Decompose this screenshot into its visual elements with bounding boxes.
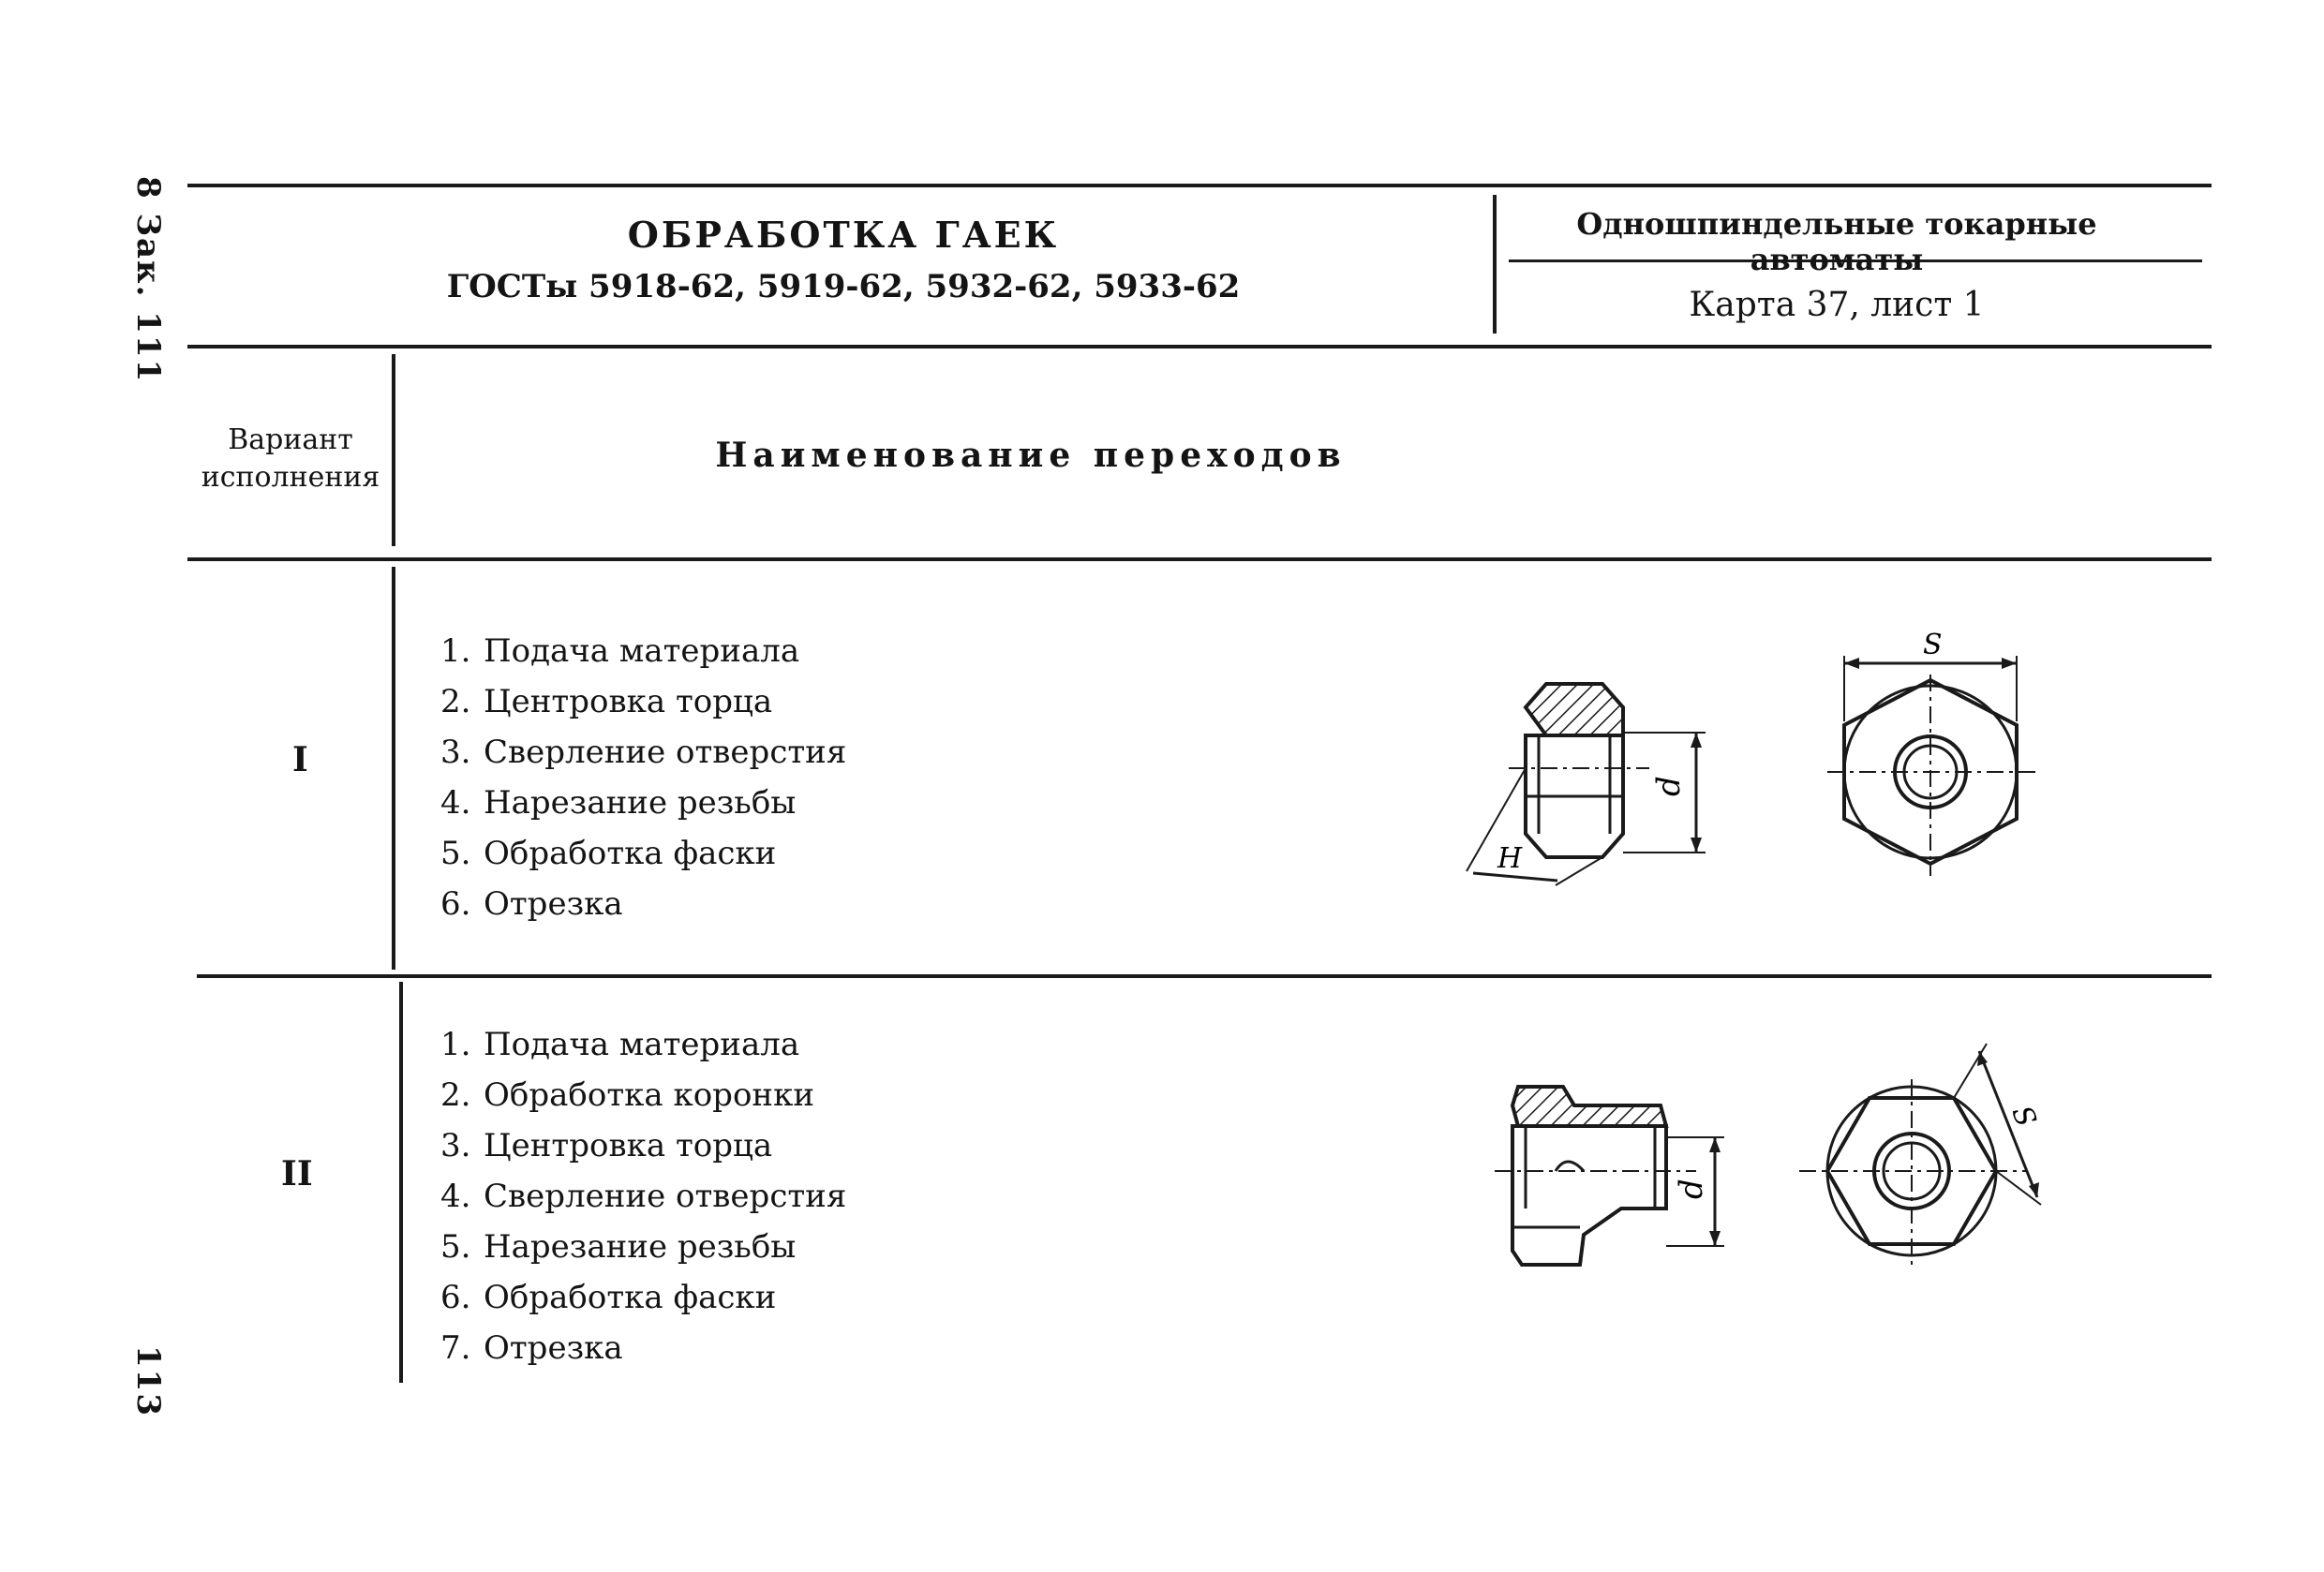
column-divider-header (392, 354, 395, 546)
list-item: 3.Центровка торца (440, 1127, 773, 1164)
header-right-mid-rule (1509, 260, 2202, 262)
list-item: 1.Подача материала (440, 632, 800, 670)
operations-list-variant-1: 1.Подача материала 2.Центровка торца 3.С… (440, 626, 846, 929)
header-bottom-rule (187, 345, 2212, 349)
list-item: 2.Обработка коронки (440, 1076, 814, 1114)
dimension-s-label-2: S (2004, 1102, 2042, 1132)
header-divider (1493, 195, 1497, 334)
list-item: 6.Отрезка (440, 885, 623, 923)
crown-nut-side-view-variant-2: d (1495, 1085, 1724, 1267)
variant-id-1: I (292, 740, 308, 779)
list-item: 5.Нарезание резьбы (440, 1228, 797, 1266)
variant-column-header: Вариант исполнения (169, 422, 412, 497)
nut-front-view-variant-1: S (1827, 629, 2038, 876)
list-item: 5.Обработка фаски (440, 835, 777, 872)
variant-header-line2: исполнения (201, 461, 380, 494)
machine-type: Одношпиндельные токарные автоматы (1576, 206, 2097, 277)
dimension-h-label: H (1497, 842, 1523, 875)
operations-list-variant-2: 1.Подача материала 2.Обработка коронки 3… (440, 1019, 846, 1373)
column-divider-variant-2 (399, 982, 403, 1383)
dimension-d-label: d (1650, 776, 1688, 796)
page-number: 113 (129, 1345, 167, 1417)
column-divider-variant-1 (392, 567, 395, 970)
operations-column-header: Наименование переходов (715, 436, 1347, 475)
column-header-bottom-rule (187, 557, 2212, 561)
card-number: Карта 37, лист 1 (1689, 286, 1985, 324)
gost-standards: ГОСТы 5918-62, 5919-62, 5932-62, 5933-62 (446, 268, 1241, 305)
margin-order-number: 8 Зак. 111 (129, 176, 167, 384)
list-item: 2.Центровка торца (440, 683, 773, 720)
list-item: 1.Подача материала (440, 1026, 800, 1063)
variant-separator-rule (197, 974, 2212, 978)
document-title: ОБРАБОТКА ГАЕК (627, 214, 1060, 256)
variant-id-2: II (281, 1154, 313, 1194)
top-rule (187, 184, 2212, 187)
list-item: 7.Отрезка (440, 1329, 623, 1367)
dimension-d-label-2: d (1673, 1179, 1710, 1199)
variant-header-line1: Вариант (228, 423, 353, 456)
dimension-s-label: S (1923, 629, 1943, 661)
crown-nut-front-view-variant-2: S (1799, 1043, 2043, 1265)
list-item: 4.Сверление отверстия (440, 1178, 847, 1215)
list-item: 3.Сверление отверстия (440, 734, 847, 771)
list-item: 4.Нарезание резьбы (440, 784, 797, 822)
nut-side-view-variant-1: d H (1466, 682, 1706, 886)
list-item: 6.Обработка фаски (440, 1279, 777, 1316)
